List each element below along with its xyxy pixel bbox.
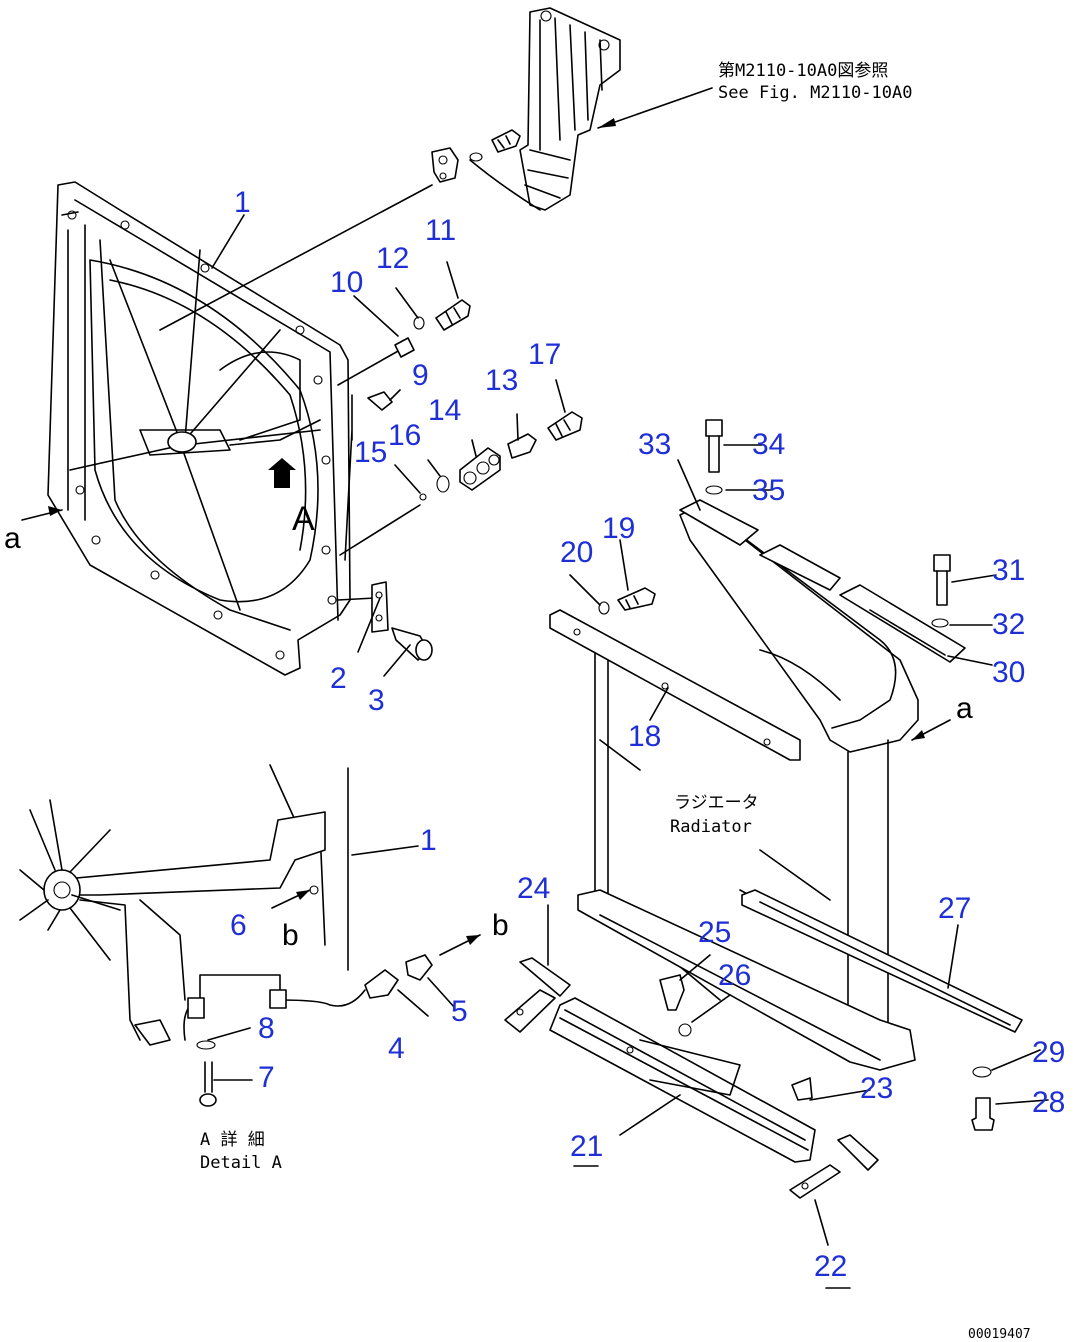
fasteners-group [367,299,583,661]
part-number-21: 21 [570,1130,603,1163]
upper-bracket [431,7,621,211]
part-number-32: 32 [992,608,1025,641]
part-number-1: 1 [234,186,251,219]
part-number-13: 13 [485,364,518,397]
letter-a-right: a [956,692,973,725]
part-number-24: 24 [517,872,550,905]
part-number-28: 28 [1032,1086,1065,1119]
number-leaders [207,214,1049,1289]
part-number-19: 19 [602,512,635,545]
leader [344,394,353,561]
part-number-2: 2 [330,662,347,695]
part-number-27: 27 [938,892,971,925]
part-number-7: 7 [258,1061,275,1094]
lower-support [504,957,879,1199]
part-number-9: 9 [412,359,429,392]
part-number-34: 34 [752,428,785,461]
part-number-22: 22 [814,1250,847,1283]
part-number-6: 6 [230,909,247,942]
part-number-17: 17 [528,338,561,371]
part-number-30: 30 [992,656,1025,689]
part-number-11: 11 [425,214,456,247]
part-number-18: 18 [628,720,661,753]
image-id: 00019407 [968,1327,1031,1342]
letter-b-detail: b [282,919,299,952]
reference-leader [597,87,713,129]
radiator-label-en: Radiator [670,817,752,837]
part-number-15: 15 [354,436,387,469]
part-number-23: 23 [860,1072,893,1105]
part-number-16: 16 [388,419,421,452]
part-number-10: 10 [330,266,363,299]
part-number-14: 14 [428,394,461,427]
leader [337,349,401,386]
letter-b-sensor: b [492,909,509,942]
part-number-25: 25 [698,916,731,949]
detail-label-en: Detail A [200,1153,282,1173]
view-a-label: A [292,500,315,538]
reference-label-jp: 第M2110-10A0図参照 [718,61,888,81]
leader [339,504,421,556]
reference-label-en: See Fig. M2110-10A0 [718,83,912,103]
radiator-fasteners [598,419,995,1131]
part-number-3: 3 [368,684,385,717]
part-number-8: 8 [258,1012,275,1045]
part-number-1-detail: 1 [420,824,437,857]
part-number-26: 26 [718,959,751,992]
detail-label-jp: A 詳 細 [200,1130,265,1150]
part-number-12: 12 [376,242,409,275]
leader [337,597,376,601]
part-number-29: 29 [1032,1036,1065,1069]
part-number-4: 4 [388,1032,405,1065]
detail-a-view [19,764,433,1107]
part-number-20: 20 [560,536,593,569]
part-number-5: 5 [451,995,468,1028]
radiator-label-jp: ラジエータ [674,793,759,813]
fan-shroud [47,181,351,676]
leader [159,184,433,331]
letter-a-left: a [4,522,21,555]
radiator [549,499,1023,1071]
part-number-31: 31 [992,554,1025,587]
part-number-35: 35 [752,474,785,507]
part-number-33: 33 [638,428,671,461]
